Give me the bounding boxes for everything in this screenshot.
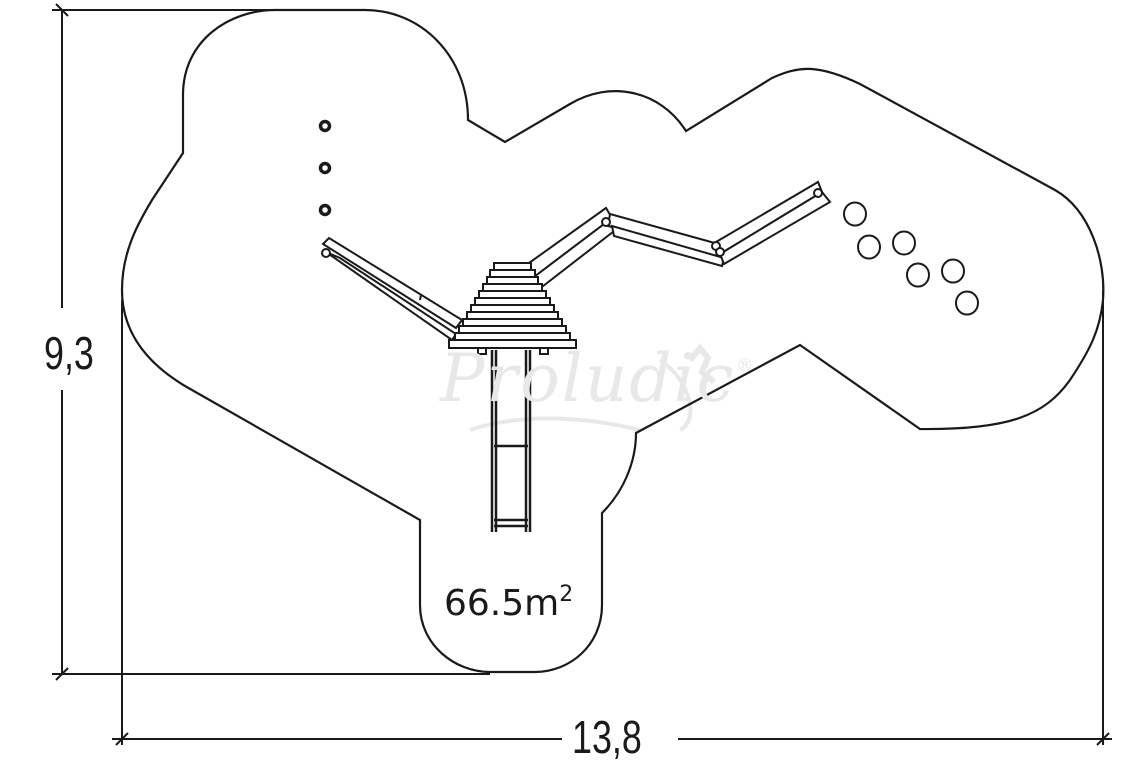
- inclined-beam: [321, 236, 464, 342]
- stepping-stones: [843, 201, 979, 316]
- area-unit-superscript: 2: [559, 582, 574, 607]
- climbing-holds: [318, 119, 332, 217]
- stepping-stone-icon: [906, 262, 930, 288]
- stepping-stone-icon: [955, 290, 979, 316]
- slide: [490, 350, 532, 532]
- stepping-stone-icon: [843, 201, 867, 227]
- climbing-hold-icon: [318, 203, 332, 217]
- area-value: 66.5m: [444, 583, 560, 624]
- registered-mark: ®: [735, 355, 756, 376]
- climbing-hold-icon: [318, 161, 332, 175]
- area-label: 66.5m2: [444, 584, 573, 622]
- zigzag-beam: [520, 180, 832, 292]
- watermark-text: Proludic: [440, 340, 736, 417]
- brand-watermark: Proludic®: [440, 340, 756, 417]
- safety-area-outline: [120, 8, 1105, 674]
- height-dimension-label: 9,3: [44, 327, 94, 379]
- stepping-stone-icon: [857, 234, 881, 260]
- climbing-hold-icon: [318, 119, 332, 133]
- width-dimension-label: 13,8: [572, 711, 642, 763]
- stepped-tower: [448, 262, 577, 355]
- stepping-stone-icon: [941, 258, 965, 284]
- dimension-lines: [52, 3, 1112, 746]
- stepping-stone-icon: [892, 230, 916, 256]
